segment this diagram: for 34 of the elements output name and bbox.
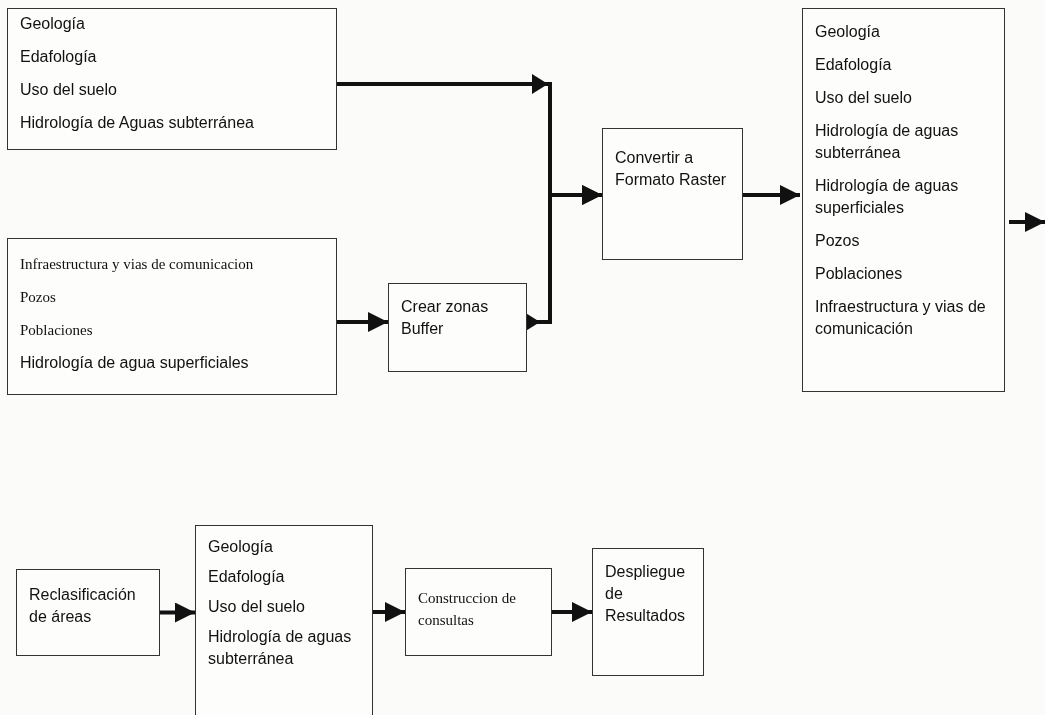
box-text: Crear zonas Buffer [401, 297, 490, 339]
process-box [802, 8, 1005, 392]
box-text: Infraestructura y vias de comunicación [815, 297, 987, 339]
box-text: Uso del suelo [815, 88, 913, 108]
box-text: Poblaciones [815, 264, 904, 284]
box-text: Construccion de consultas [418, 589, 517, 630]
box-text: Poblaciones [20, 321, 94, 340]
box-text: Edafología [208, 567, 286, 587]
box-text: Hidrología de aguas subterránea [208, 627, 353, 669]
process-box [195, 525, 373, 715]
process-box [388, 283, 527, 372]
process-box [592, 548, 704, 676]
box-text: Hidrología de Aguas subterránea [20, 113, 255, 133]
process-box [16, 569, 160, 656]
box-text: Uso del suelo [208, 597, 306, 617]
process-box [7, 8, 337, 150]
box-text: Geología [20, 14, 86, 34]
box-text: Hidrología de aguas subterránea [815, 121, 960, 163]
box-text: Hidrología de agua superficiales [20, 353, 250, 373]
box-text: Pozos [20, 288, 57, 307]
box-text: Reclasificación de áreas [29, 585, 137, 627]
process-box [602, 128, 743, 260]
process-box [405, 568, 552, 656]
process-box [7, 238, 337, 395]
box-text: Pozos [815, 231, 861, 251]
box-text: Geología [815, 22, 881, 42]
box-text: Geología [208, 537, 274, 557]
box-text: Edafología [815, 55, 893, 75]
box-text: Hidrología de aguas superficiales [815, 176, 960, 218]
box-text: Uso del suelo [20, 80, 118, 100]
box-text: Edafología [20, 47, 98, 67]
box-text: Convertir a Formato Raster [615, 148, 728, 190]
box-text: Despliegue de Resultados [605, 562, 687, 626]
box-text: Infraestructura y vias de comunicacion [20, 255, 255, 274]
